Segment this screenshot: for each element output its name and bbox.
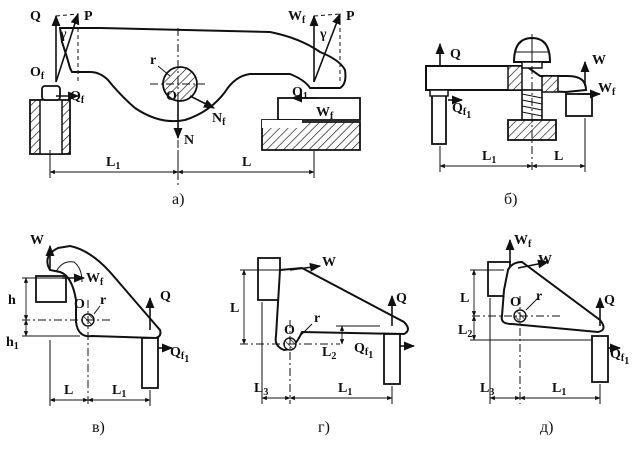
- label-O-g: O: [284, 323, 295, 338]
- label-r-a: r: [150, 53, 156, 68]
- label-L1-b: L1: [482, 149, 496, 166]
- label-L2-d: L2: [458, 323, 472, 340]
- label-Q-a: Q: [30, 9, 41, 24]
- label-W-g: W: [322, 255, 336, 270]
- label-O-a: O: [166, 89, 177, 104]
- panel-g: W L Q O r L2 Qf1 L3 L1 г): [230, 255, 416, 436]
- label-L-d: L: [460, 291, 469, 306]
- label-Q-d: Q: [604, 293, 615, 308]
- label-Qf-b: Qf1: [452, 101, 471, 121]
- lever-b: [425, 65, 588, 94]
- label-h-v: h: [8, 293, 16, 308]
- label-L-g: L: [230, 301, 239, 316]
- label-Qf-a: Qf: [70, 89, 85, 106]
- label-P-left-a: P: [84, 9, 93, 24]
- label-O1-a: O1: [292, 85, 308, 102]
- label-L1-a: L1: [106, 155, 120, 172]
- label-Qf-v: Qf1: [170, 345, 189, 365]
- label-L2-g: L2: [322, 345, 336, 362]
- label-gamma-left-a: γ: [59, 27, 67, 42]
- label-h1-v: h1: [6, 335, 19, 352]
- workpiece-right-a: [277, 97, 361, 121]
- label-L1-d: L1: [552, 381, 566, 398]
- lever-a: [58, 27, 347, 123]
- label-Qf-g: Qf1: [354, 341, 373, 361]
- label-r-g: r: [314, 311, 320, 326]
- lever-d: [500, 260, 605, 334]
- caption-d: д): [540, 419, 553, 436]
- support-d: [591, 335, 609, 383]
- label-L1-v: L1: [112, 383, 126, 400]
- label-N-a: N: [184, 133, 194, 148]
- label-Nf-a: Nf: [212, 111, 226, 128]
- caption-b: б): [504, 191, 517, 208]
- caption-a: а): [172, 191, 184, 208]
- label-L1-g: L1: [338, 381, 352, 398]
- label-P-right-a: P: [346, 9, 355, 24]
- label-Wf-d: Wf: [514, 233, 532, 250]
- panel-d: Wf W L O r Q L2 Qf1 L3 L1 д): [458, 233, 629, 436]
- label-W-d: W: [538, 253, 552, 268]
- panel-a: Q γ P Of Qf r O Nf N Wf γ P O1 Wf L1 L а…: [29, 9, 361, 208]
- label-Q-v: Q: [160, 289, 171, 304]
- label-L-b: L: [554, 149, 563, 164]
- panel-b: Q W Wf Qf1 L1 L б): [425, 34, 616, 208]
- label-L3-d: L3: [480, 381, 494, 398]
- label-Wf-b: Wf: [598, 81, 616, 98]
- label-L-v: L: [64, 383, 73, 398]
- label-O-v: O: [74, 297, 85, 312]
- label-W-v: W: [30, 233, 44, 248]
- support-left-b: [431, 93, 447, 145]
- label-r-d: r: [536, 289, 542, 304]
- workpiece-right-b: [565, 93, 593, 117]
- label-W-b: W: [592, 53, 606, 68]
- label-Wf-a: Wf: [316, 105, 334, 122]
- label-Qf-d: Qf1: [610, 347, 629, 367]
- lever-v: [46, 244, 162, 340]
- panel-v: W Wf h h1 O r Q Qf1 L L1 в): [6, 233, 189, 436]
- label-W-a: Wf: [288, 9, 306, 26]
- label-Wf-v: Wf: [86, 271, 104, 288]
- support-g: [383, 333, 401, 385]
- label-L3-g: L3: [254, 381, 268, 398]
- label-O-d: O: [510, 295, 521, 310]
- caption-v: в): [92, 419, 105, 436]
- workpiece-v: [35, 275, 67, 303]
- label-gamma-right-a: γ: [319, 27, 327, 42]
- caption-g: г): [318, 419, 330, 436]
- support-v: [141, 337, 159, 389]
- label-Q-b: Q: [450, 47, 461, 62]
- label-r-v: r: [100, 293, 106, 308]
- workpiece-g: [257, 257, 281, 301]
- label-Q-g: Q: [396, 291, 407, 306]
- label-L-a: L: [242, 155, 251, 170]
- label-Of-a: Of: [30, 65, 45, 82]
